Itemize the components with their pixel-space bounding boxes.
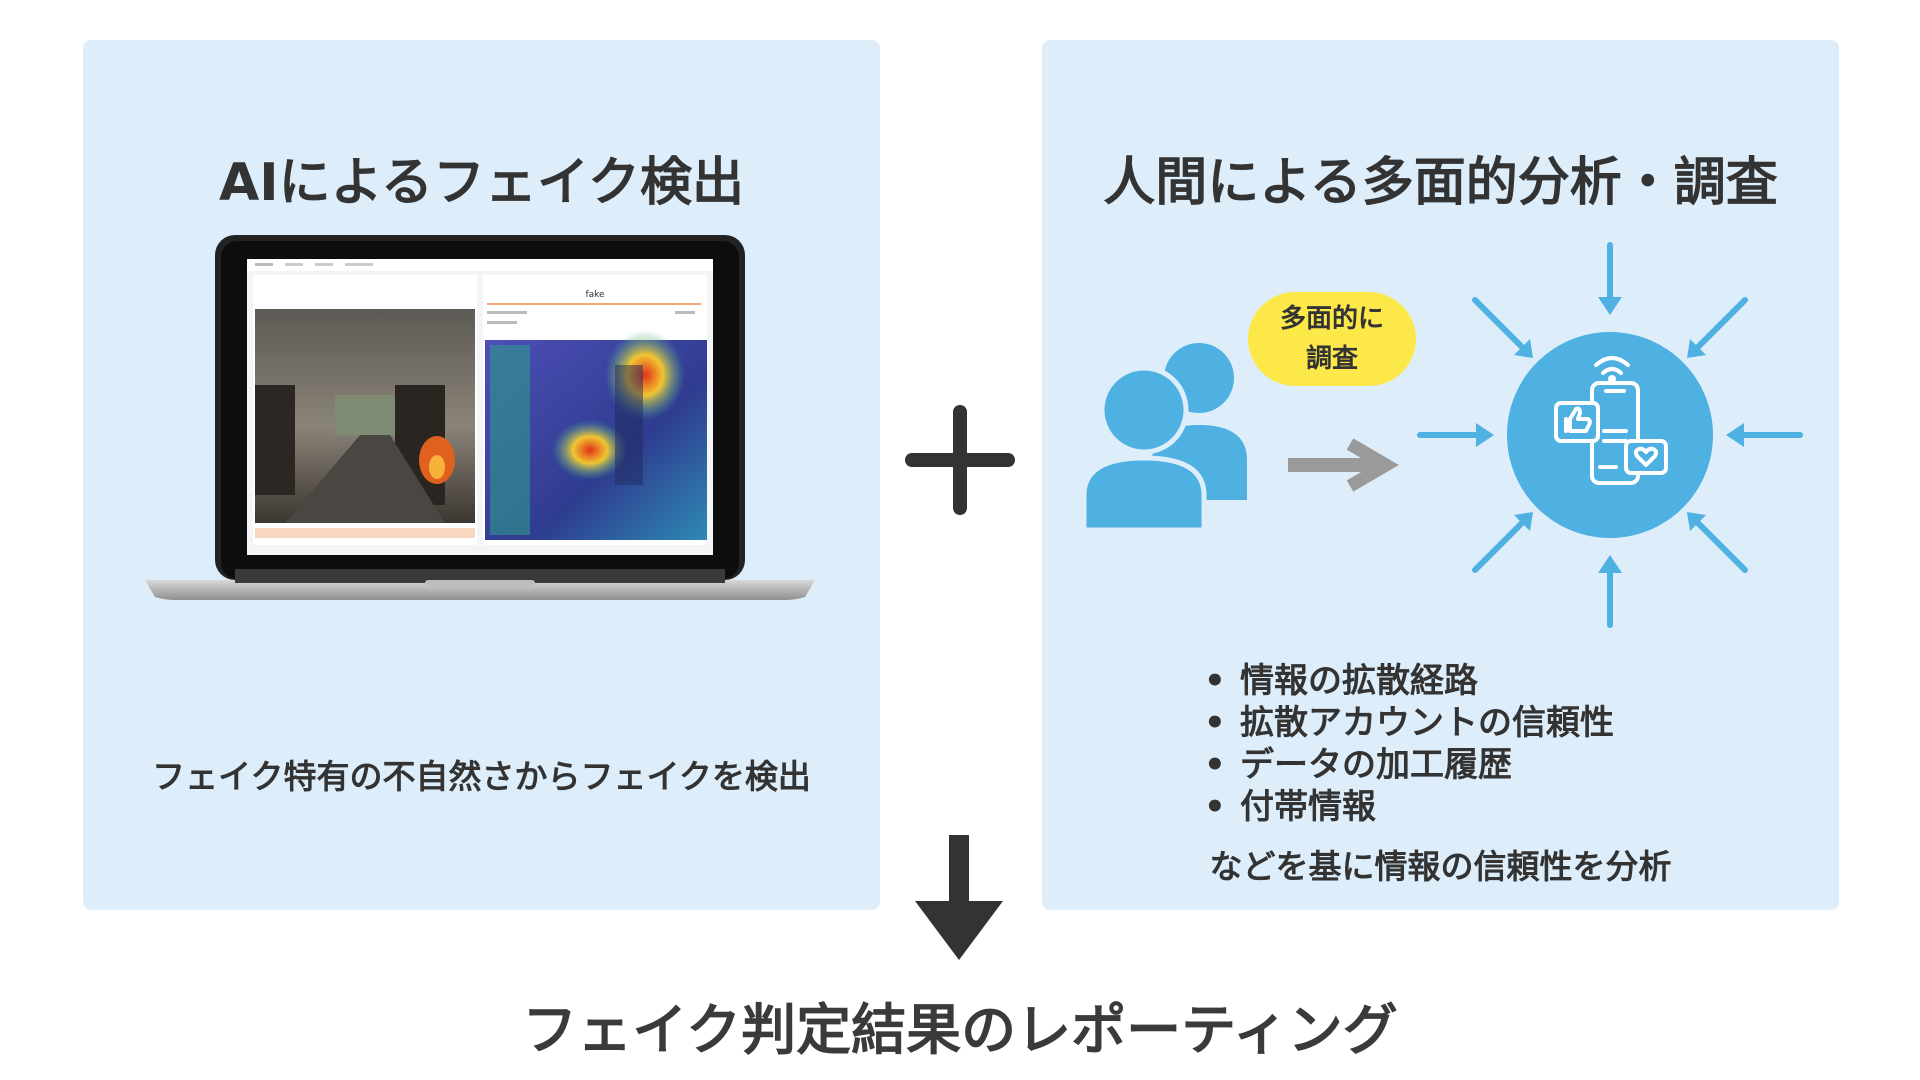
badge-line-2: 調査	[1248, 339, 1416, 379]
screen-fake-label: fake	[585, 290, 605, 300]
ai-detection-panel: AIによるフェイク検出	[83, 40, 880, 910]
people-icon	[1082, 340, 1262, 530]
ai-detection-title: AIによるフェイク検出	[83, 140, 880, 215]
arrow-down-icon	[915, 835, 1003, 960]
plus-icon	[905, 405, 1015, 515]
badge-line-1: 多面的に	[1248, 299, 1416, 339]
laptop-icon: fake	[145, 235, 815, 600]
arrow-right-icon	[1288, 440, 1398, 490]
human-analysis-title: 人間による多面的分析・調査	[1042, 140, 1839, 215]
analysis-factor-list: 情報の拡散経路 拡散アカウントの信頼性 データの加工履歴 付帯情報	[1204, 660, 1614, 828]
list-item: データの加工履歴	[1204, 744, 1614, 786]
reporting-title: フェイク判定結果のレポーティング	[0, 985, 1920, 1065]
list-item: 情報の拡散経路	[1204, 660, 1614, 702]
list-item: 拡散アカウントの信頼性	[1204, 702, 1614, 744]
list-item: 付帯情報	[1204, 786, 1614, 828]
human-analysis-panel: 人間による多面的分析・調査 多面的に 調査	[1042, 40, 1839, 910]
investigation-badge: 多面的に 調査	[1248, 292, 1416, 386]
social-analysis-graphic	[1420, 245, 1800, 625]
human-analysis-caption: などを基に情報の信頼性を分析	[1042, 840, 1839, 888]
ai-detection-caption: フェイク特有の不自然さからフェイクを検出	[83, 750, 880, 798]
